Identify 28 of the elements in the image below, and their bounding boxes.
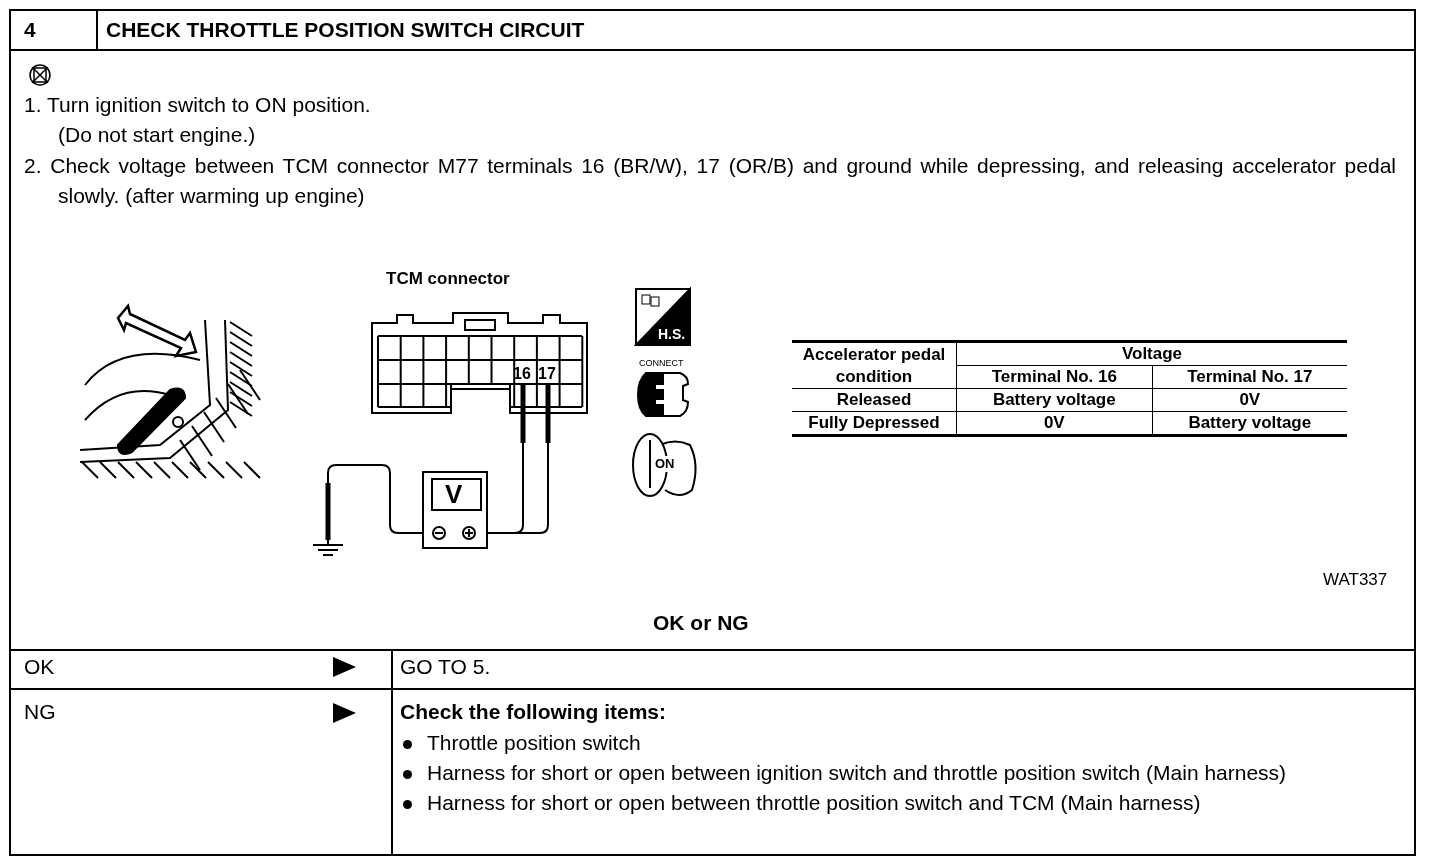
icon-label: H.S. — [658, 325, 686, 343]
icon-label: ON — [655, 456, 675, 472]
terminal-number: 16 — [513, 364, 531, 384]
heading: CHECK THROTTLE POSITION SWITCH CIRCUIT — [106, 17, 585, 43]
row-header: Released — [792, 388, 957, 412]
result-question: OK or NG — [653, 610, 749, 636]
bullet-item: Harness for short or open between ignition switch and throttle position switch (Main harness) — [400, 758, 1390, 788]
voltage-value: 0V — [956, 411, 1153, 436]
result-text: GO TO 5. — [400, 654, 491, 680]
bullet-item: Harness for short or open between throttle position switch and TCM (Main harness) — [400, 788, 1390, 818]
voltage-value: Battery voltage — [956, 388, 1153, 412]
bullet-item: Throttle position switch — [400, 728, 1390, 758]
column-header: Terminal No. 16 — [956, 365, 1153, 389]
icon-label: CONNECT — [639, 357, 684, 369]
column-header: Voltage — [956, 341, 1347, 366]
figure-code: WAT337 — [1323, 569, 1388, 591]
terminal-number: 17 — [538, 364, 556, 384]
checklist-heading: Check the following items: — [400, 699, 667, 725]
result-text: NG — [24, 699, 56, 725]
result-text: OK — [24, 654, 55, 680]
column-header: Accelerator pedal condition — [792, 341, 957, 389]
connector-caption: TCM connector — [386, 268, 510, 290]
instruction-text: 1. Turn ignition switch to ON position. — [24, 92, 371, 118]
instruction-text: 2. Check voltage between TCM connector M77 terminals 16 (BR/W), 17 (OR/B) and ground while depressing, and releasing accelerator pedal slowly. (after warming up engine) — [24, 153, 1396, 209]
step-number: 4 — [24, 17, 36, 43]
instruction-text: (Do not start engine.) — [58, 122, 256, 148]
voltmeter-label: V — [445, 480, 463, 508]
row-header: Fully Depressed — [792, 411, 957, 436]
